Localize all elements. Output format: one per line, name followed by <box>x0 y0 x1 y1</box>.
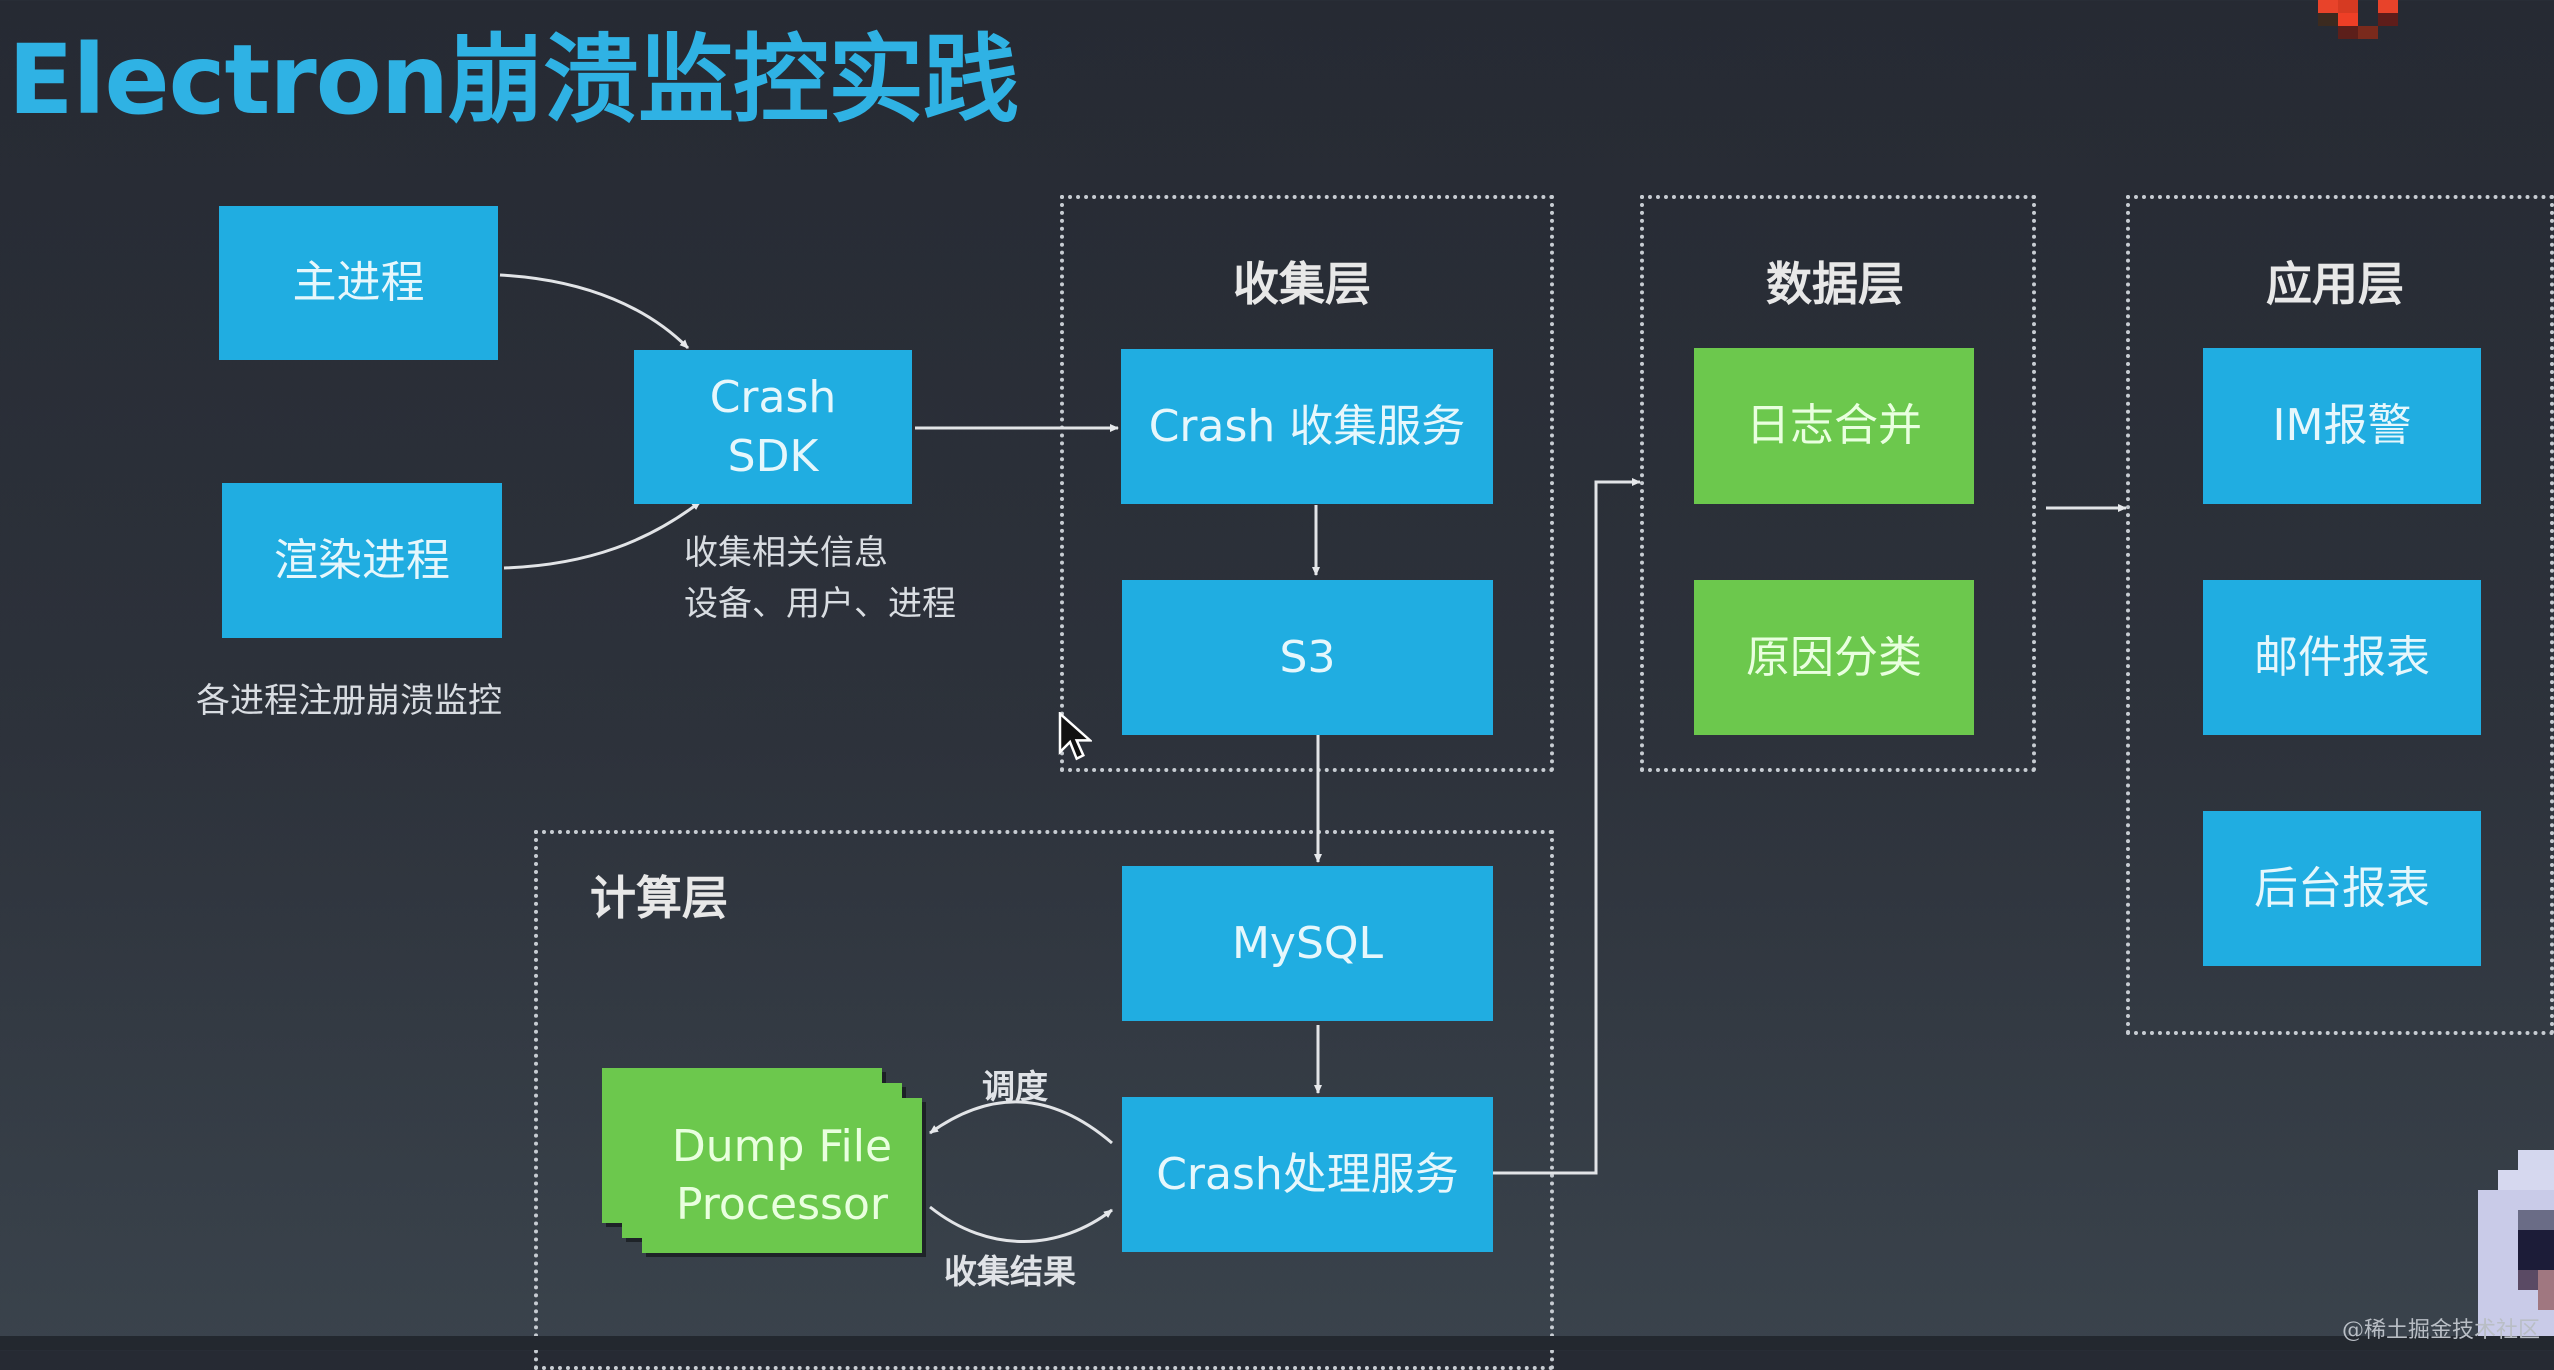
mysql-label: MySQL <box>1231 917 1384 969</box>
dump-file-processor-node: Dump File Processor <box>642 1098 922 1253</box>
main-process-label: 主进程 <box>292 257 425 309</box>
s3-label: S3 <box>1279 631 1336 683</box>
sdk-note-line1: 收集相关信息 <box>684 533 888 573</box>
dump-processor-label-line2: Processor <box>676 1178 888 1230</box>
log-merge-node: 日志合并 <box>1694 348 1974 504</box>
application-layer-group <box>2126 195 2554 1035</box>
crash-processing-service-label: Crash处理服务 <box>1156 1148 1459 1200</box>
application-layer-title: 应用层 <box>2266 257 2404 311</box>
mysql-node: MySQL <box>1122 866 1493 1021</box>
compute-layer-title: 计算层 <box>590 871 728 925</box>
bottom-bar <box>0 1336 2554 1350</box>
log-merge-label: 日志合并 <box>1746 400 1922 452</box>
sdk-note: 收集相关信息 设备、用户、进程 <box>684 528 956 630</box>
process-register-note: 各进程注册崩溃监控 <box>196 681 502 721</box>
s3-node: S3 <box>1122 580 1493 735</box>
edge-renderer-to-sdk <box>503 500 701 570</box>
cause-classification-label: 原因分类 <box>1746 631 1922 683</box>
schedule-label: 调度 <box>982 1067 1048 1106</box>
dump-processor-label-line1: Dump File <box>671 1121 893 1173</box>
crash-processing-service-node: Crash处理服务 <box>1122 1097 1493 1252</box>
renderer-process-label: 渲染进程 <box>274 534 450 586</box>
crash-collect-service-label: Crash 收集服务 <box>1148 400 1466 452</box>
main-process-node: 主进程 <box>219 206 498 360</box>
email-report-node: 邮件报表 <box>2203 580 2481 735</box>
collect-result-label: 收集结果 <box>944 1252 1076 1291</box>
backend-report-node: 后台报表 <box>2203 811 2481 966</box>
crash-sdk-label-line2: SDK <box>727 431 819 482</box>
cause-classification-node: 原因分类 <box>1694 580 1974 735</box>
backend-report-label: 后台报表 <box>2254 862 2430 914</box>
sdk-note-line2: 设备、用户、进程 <box>684 584 956 624</box>
slide-title: Electron崩溃监控实践 <box>8 24 1019 136</box>
crash-sdk-node: Crash SDK <box>634 350 912 504</box>
collection-layer-title: 收集层 <box>1233 257 1371 311</box>
data-layer-group <box>1640 195 2036 772</box>
pixelated-avatar-image <box>2478 1150 2554 1350</box>
mouse-cursor-icon <box>1058 712 1092 761</box>
watermark: @稀土掘金技术社区 <box>2341 1318 2540 1343</box>
email-report-label: 邮件报表 <box>2254 631 2430 683</box>
crash-collect-service-node: Crash 收集服务 <box>1121 349 1493 504</box>
im-alert-node: IM报警 <box>2203 348 2481 504</box>
renderer-process-node: 渲染进程 <box>222 483 502 638</box>
im-alert-label: IM报警 <box>2272 400 2412 452</box>
crash-sdk-label-line1: Crash <box>709 371 837 423</box>
edge-main-to-sdk <box>499 273 690 350</box>
pixelated-logo-icon <box>2318 0 2398 39</box>
data-layer-title: 数据层 <box>1766 257 1904 311</box>
